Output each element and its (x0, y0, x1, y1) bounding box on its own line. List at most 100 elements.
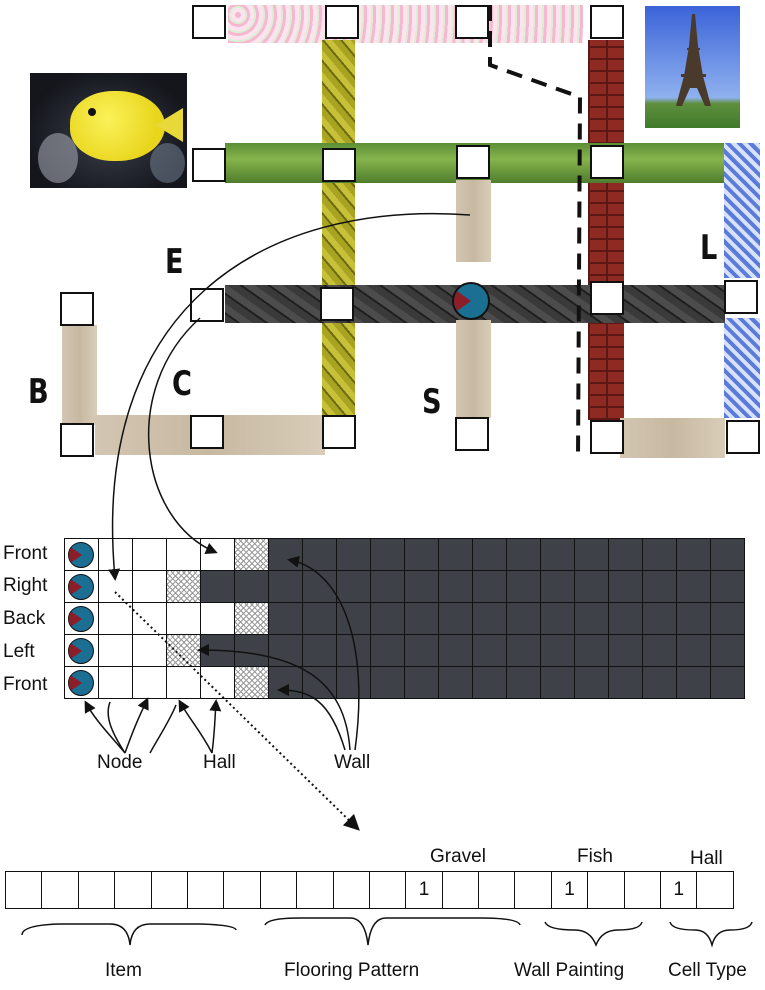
maze-node (590, 145, 624, 179)
grid-cell-hall (166, 602, 201, 635)
grid-cell-wall (710, 634, 745, 667)
grid-cell-hall (132, 570, 167, 603)
grid-cell-wall (574, 666, 609, 699)
grid-cell-hall (200, 602, 235, 635)
grid-cell-wall (438, 602, 473, 635)
eiffel-tower-painting (645, 6, 740, 128)
grid-cell-wall (608, 570, 643, 603)
grid-cell-wall (710, 538, 745, 571)
feature-cell (150, 871, 188, 909)
grid-cell-wall (506, 538, 541, 571)
grid-cell-wall (506, 602, 541, 635)
grid-cell-wall (200, 570, 235, 603)
grid-cell-node (64, 538, 99, 571)
maze-node (590, 420, 624, 454)
maze-label-c: C (172, 364, 192, 404)
feature-cell (514, 871, 552, 909)
grid-cell-wall (438, 666, 473, 699)
maze-label-e: E (165, 242, 184, 282)
row-label-back: Back (3, 608, 46, 629)
grid-row (64, 570, 745, 603)
maze-label-s: S (422, 382, 442, 422)
maze-node (590, 5, 624, 39)
olive-hall-vertical (322, 40, 355, 420)
legend-hall: Hall (203, 752, 236, 773)
grid-cell-wall (642, 602, 677, 635)
grid-cell-wall (370, 538, 405, 571)
feature-cell (223, 871, 261, 909)
grid-cell-wall (234, 570, 269, 603)
gravel-hall-bottom-right (620, 418, 725, 458)
grid-cell-wall (608, 634, 643, 667)
blue-wall-upper (724, 143, 760, 278)
grid-row (64, 634, 745, 667)
grid-cell-hall (98, 634, 133, 667)
grid-cell-hall (132, 602, 167, 635)
maze-node (456, 145, 490, 179)
grid-cell-wall (642, 634, 677, 667)
grid-cell-wall (540, 538, 575, 571)
grid-cell-wall (642, 666, 677, 699)
dashed-boundary-line (488, 5, 583, 461)
grid-cell-wall (370, 634, 405, 667)
grid-cell-wall (540, 570, 575, 603)
grid-cell-wall (370, 570, 405, 603)
row-label-right: Right (3, 575, 48, 596)
feature-cell (332, 871, 370, 909)
blue-wall-lower (724, 318, 760, 418)
view-grid (64, 538, 745, 699)
group-label-item: Item (105, 960, 142, 981)
feature-cell: 1 (660, 871, 698, 909)
grid-cell-wall (710, 602, 745, 635)
feature-cell (368, 871, 407, 909)
grid-cell-wall (574, 570, 609, 603)
grid-cell-wall (676, 666, 711, 699)
grid-cell-mark (166, 570, 201, 603)
gravel-hall-vertical-left (62, 325, 97, 425)
grid-cell-wall (710, 570, 745, 603)
feature-label-gravel: Gravel (430, 846, 486, 867)
grid-cell-wall (608, 666, 643, 699)
maze-node (590, 281, 624, 315)
feature-cell (186, 871, 225, 909)
feature-cell (623, 871, 662, 909)
grid-cell-hall (98, 666, 133, 699)
feature-cell (77, 871, 116, 909)
grid-cell-wall (472, 602, 507, 635)
feature-cell (41, 871, 79, 909)
grid-cell-node (64, 602, 99, 635)
grid-cell-wall (642, 570, 677, 603)
legend-wall: Wall (334, 752, 371, 773)
grid-cell-wall (438, 570, 473, 603)
maze-node (192, 148, 226, 182)
grid-cell-wall (302, 634, 337, 667)
grid-cell-wall (506, 634, 541, 667)
grid-cell-mark (166, 634, 201, 667)
maze-label-b: B (28, 372, 49, 412)
legend-node: Node (97, 752, 143, 773)
maze-node (190, 415, 224, 449)
maze-node (320, 287, 354, 321)
feature-label-hall: Hall (690, 848, 723, 869)
grid-cell-wall (506, 666, 541, 699)
grid-cell-wall (336, 634, 371, 667)
agent-icon (68, 606, 94, 632)
row-label-front-2: Front (3, 674, 48, 695)
grid-cell-wall (268, 602, 303, 635)
feature-cell (259, 871, 298, 909)
floral-wall-strip (228, 5, 583, 43)
grid-row (64, 538, 745, 571)
maze-node (455, 5, 489, 39)
brick-wall-vertical (588, 40, 624, 420)
group-label-wall-painting: Wall Painting (514, 960, 625, 981)
agent-marker (452, 282, 490, 320)
maze-node (322, 415, 356, 449)
group-label-flooring: Flooring Pattern (284, 960, 420, 981)
maze-node (322, 148, 356, 182)
feature-cell (4, 871, 43, 909)
grid-cell-node (64, 666, 99, 699)
agent-icon (68, 542, 94, 568)
grid-cell-wall (438, 634, 473, 667)
